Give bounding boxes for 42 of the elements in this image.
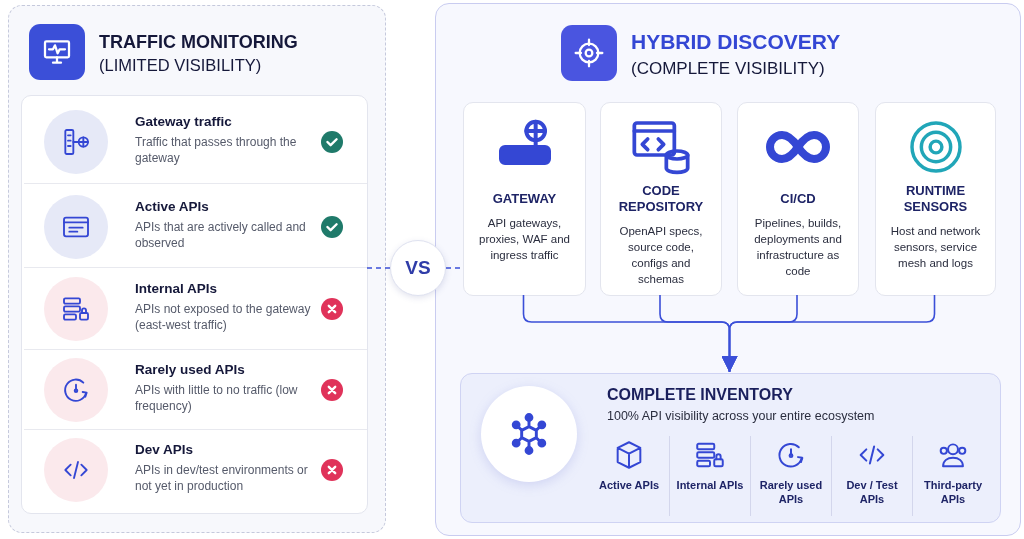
panel-subheading: (COMPLETE VISIBILITY) bbox=[631, 59, 825, 79]
panel bbox=[435, 3, 1021, 536]
panel-subheading: (LIMITED VISIBILITY) bbox=[99, 56, 262, 75]
item-title: Dev APIs bbox=[135, 442, 194, 457]
source-card bbox=[737, 102, 859, 296]
card-title: RUNTIME SENSORS bbox=[902, 183, 969, 215]
panel bbox=[8, 5, 386, 533]
vs-label: VS bbox=[405, 257, 431, 279]
item-description: APIs not exposed to the gateway (east-west traffic) bbox=[135, 301, 312, 333]
card-title: GATEWAY bbox=[491, 191, 558, 207]
item-description: APIs in dev/test environments or not yet in production bbox=[135, 462, 309, 494]
item-description: Traffic that passes through the gateway bbox=[135, 134, 298, 166]
item-title: Internal APIs bbox=[135, 281, 218, 296]
connector-line bbox=[366, 267, 391, 269]
category-label: Dev / Test APIs bbox=[845, 478, 899, 506]
card-title: CODE REPOSITORY bbox=[617, 183, 705, 215]
inventory-panel bbox=[460, 373, 1001, 523]
source-card bbox=[600, 102, 722, 296]
category-label: Active APIs bbox=[597, 478, 661, 492]
card-description: API gateways, proxies, WAF and ingress traffic bbox=[478, 216, 571, 263]
card-description: Host and network sensors, service mesh and logs bbox=[889, 224, 982, 271]
connector-line bbox=[445, 267, 463, 269]
arrow bbox=[721, 294, 936, 373]
item-title: Active APIs bbox=[135, 199, 209, 214]
source-card bbox=[463, 102, 586, 296]
category-label: Internal APIs bbox=[675, 478, 745, 492]
inventory-title: COMPLETE INVENTORY bbox=[607, 386, 793, 404]
item-description: APIs with little to no traffic (low frequency) bbox=[135, 382, 299, 414]
vs-circle bbox=[390, 240, 446, 296]
card-description: OpenAPI specs, source code, configs and schemas bbox=[618, 224, 704, 287]
panel-heading: HYBRID DISCOVERY bbox=[631, 30, 841, 54]
panel-heading: TRAFFIC MONITORING bbox=[99, 32, 298, 53]
category-label: Rarely used APIs bbox=[758, 478, 824, 506]
card-title: CI/CD bbox=[779, 191, 817, 207]
card-description: Pipelines, builds, deployments and infrastructure as code bbox=[753, 216, 843, 279]
category-label: Third-party APIs bbox=[922, 478, 984, 506]
inventory-subtitle: 100% API visibility across your entire ecosystem bbox=[607, 409, 875, 423]
source-card bbox=[875, 102, 996, 296]
list-card bbox=[21, 95, 368, 514]
item-title: Rarely used APIs bbox=[135, 362, 245, 377]
item-title: Gateway traffic bbox=[135, 114, 232, 129]
item-description: APIs that are actively called and observed bbox=[135, 219, 307, 251]
